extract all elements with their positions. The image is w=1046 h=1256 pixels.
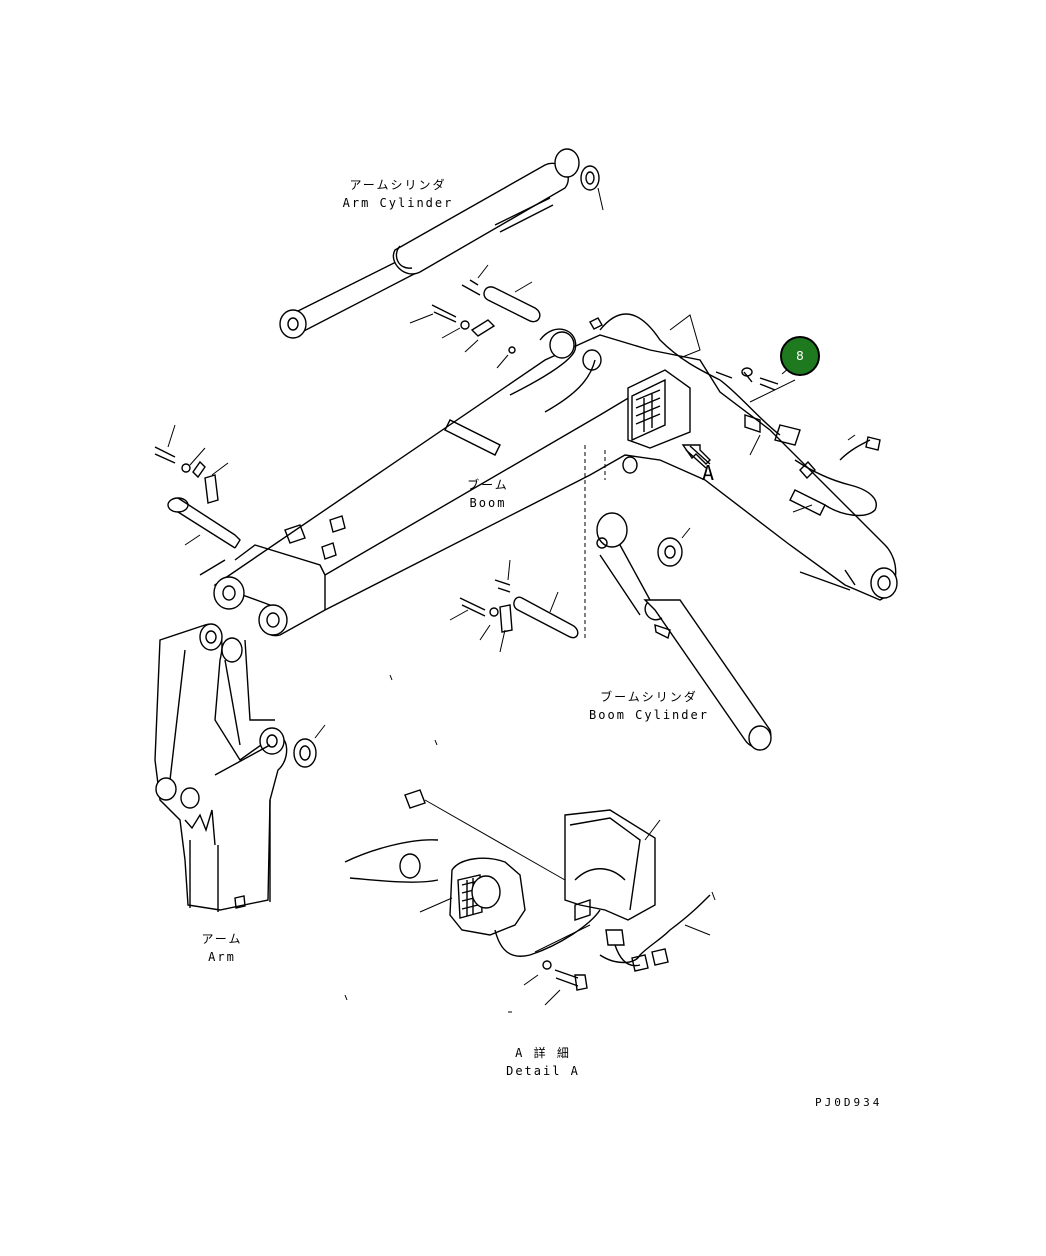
misc-leaders: [344, 674, 512, 1013]
drawing-code: PJ0D934: [815, 1096, 883, 1109]
arm-cylinder: [279, 148, 580, 339]
boom-label-en: Boom: [469, 496, 507, 510]
arm-cylinder-label: アームシリンダ Arm Cylinder: [330, 178, 466, 210]
part-callout-8[interactable]: 8: [780, 336, 820, 376]
boom-cylinder-pin-group: [449, 559, 579, 653]
view-arrow: [681, 444, 711, 469]
boom-foot-pin-group: [154, 424, 241, 549]
arm-label: アーム Arm: [192, 932, 252, 964]
boom-work-lamp: [627, 369, 691, 449]
arm-label-jp: アーム: [201, 932, 243, 946]
detail-a-label-jp: A 詳 細: [515, 1046, 571, 1060]
part-callout-number: 8: [796, 349, 804, 363]
arm-label-en: Arm: [208, 950, 236, 964]
boom-cylinder-label-en: Boom Cylinder: [589, 708, 709, 722]
arm-cylinder-label-jp: アームシリンダ: [349, 178, 447, 192]
arm-cylinder-fittings: [409, 165, 604, 369]
detail-a-assembly: [344, 789, 716, 1006]
detail-a-label: A 詳 細 Detail A: [498, 1046, 588, 1078]
boom-label-jp: ブーム: [467, 478, 509, 492]
arm: [154, 623, 326, 912]
boom: [199, 331, 898, 640]
boom-cylinder: [596, 512, 772, 751]
view-marker-a: A: [702, 461, 715, 485]
boom-cylinder-label-jp: ブームシリンダ: [600, 690, 698, 704]
detail-a-label-en: Detail A: [506, 1064, 580, 1078]
boom-wiring: [509, 313, 881, 517]
boom-cylinder-label: ブームシリンダ Boom Cylinder: [585, 690, 713, 722]
boom-label: ブーム Boom: [458, 478, 518, 510]
arm-cylinder-label-en: Arm Cylinder: [342, 196, 454, 210]
